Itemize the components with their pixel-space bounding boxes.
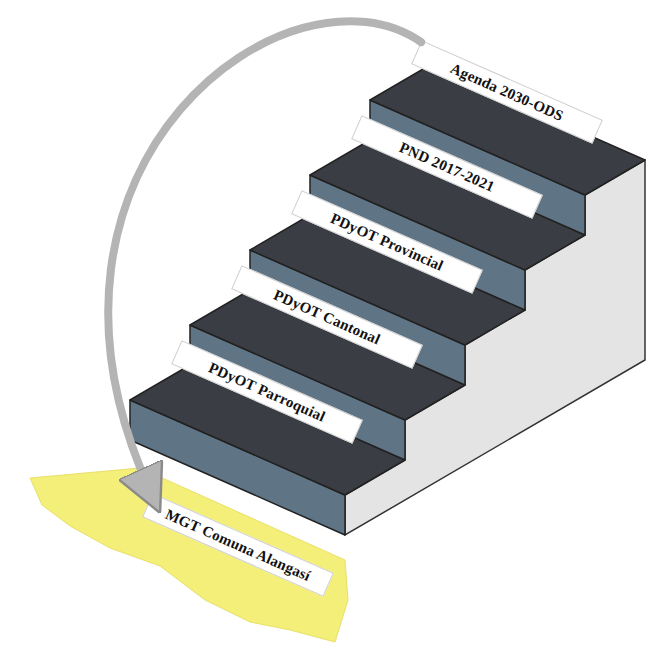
curved-arrow <box>108 21 421 491</box>
steps <box>130 65 645 535</box>
